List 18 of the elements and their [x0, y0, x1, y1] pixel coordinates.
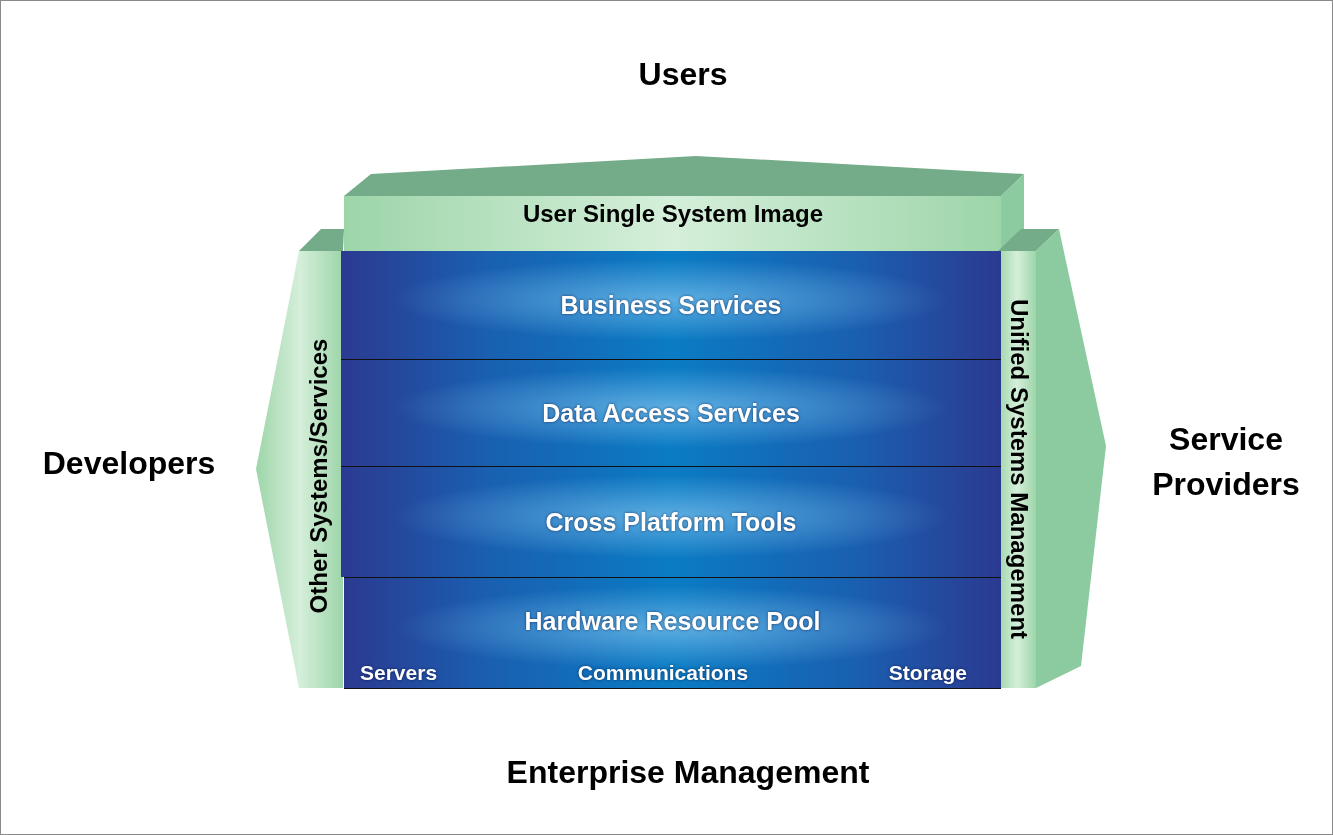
layer-band — [341, 359, 1001, 466]
panel-label: Unified Systems Management — [1005, 298, 1033, 640]
panel-label: Other Systems/Services — [305, 338, 333, 614]
layer-label: Hardware Resource Pool — [524, 606, 821, 636]
layer-label: Business Services — [560, 290, 782, 320]
component-label: Communications — [577, 661, 749, 685]
stakeholder-label: Service Providers — [1151, 420, 1301, 504]
panel-label: User Single System Image — [522, 200, 824, 228]
layer-band — [344, 577, 1001, 689]
stakeholder-label: Enterprise Management — [505, 752, 871, 792]
stakeholder-label: Developers — [41, 443, 217, 483]
layer-band — [341, 466, 1001, 577]
component-label: Storage — [888, 661, 967, 685]
layer-band — [341, 251, 1001, 359]
stakeholder-label: Users — [637, 54, 729, 94]
component-label: Servers — [360, 661, 438, 685]
layer-label: Cross Platform Tools — [545, 507, 797, 537]
layer-label: Data Access Services — [542, 398, 800, 428]
